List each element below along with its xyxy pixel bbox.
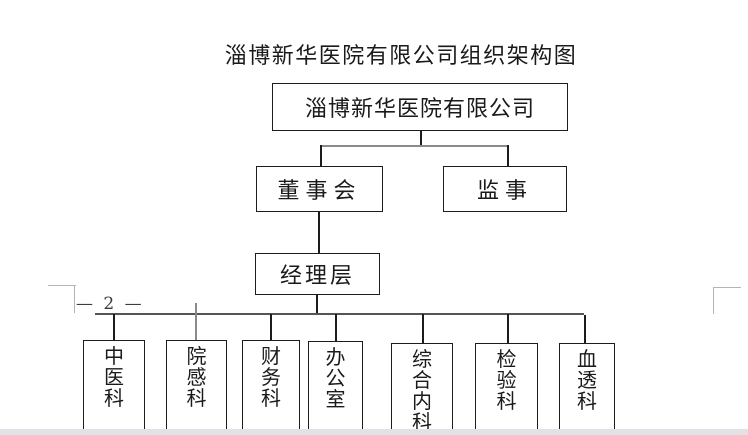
connector-department-rail [95, 313, 584, 315]
connector-drop-caiwuke [270, 314, 272, 341]
org-box-dept-zhongyike[interactable]: 中医科 [83, 340, 145, 435]
org-box-dept-yuanganke[interactable]: 院感科 [166, 340, 227, 435]
org-box-dept-caiwuke-label: 财务科 [261, 344, 281, 410]
org-box-management[interactable]: 经理层 [255, 253, 380, 295]
org-box-dept-bangongshi-label: 办公室 [325, 345, 346, 411]
org-box-board[interactable]: 董事会 [256, 166, 383, 212]
org-box-dept-zhongyike-label: 中医科 [104, 344, 124, 410]
org-box-company-label: 淄博新华医院有限公司 [304, 97, 535, 122]
org-box-dept-caiwuke[interactable]: 财务科 [242, 340, 300, 435]
connector-board-management [318, 212, 320, 253]
connector-board-drop [320, 145, 322, 167]
org-box-board-label: 董事会 [277, 179, 362, 204]
connector-root-drop [420, 131, 422, 146]
org-box-dept-yuanganke-label: 院感科 [186, 344, 207, 410]
org-box-dept-xuetouke[interactable]: 血透科 [559, 343, 615, 435]
connector-drop-bangongshi [335, 314, 337, 341]
org-box-dept-jianyanke[interactable]: 检验科 [475, 343, 538, 435]
org-box-dept-bangongshi[interactable]: 办公室 [308, 341, 363, 435]
connector-drop-zonghe-neike [422, 314, 424, 343]
connector-supervisor-drop [507, 145, 509, 167]
window-bottom-edge [0, 429, 748, 435]
text-boundary-mark-left-vertical [74, 285, 75, 313]
org-box-supervisor-label: 监事 [476, 179, 533, 204]
text-boundary-mark-right-vertical [713, 287, 714, 314]
org-box-dept-zonghe-neike[interactable]: 综合内科 [391, 343, 453, 435]
text-boundary-mark-left-horizontal [48, 285, 76, 286]
connector-drop-zhongyike [113, 314, 115, 341]
org-box-supervisor[interactable]: 监事 [443, 166, 567, 212]
org-box-dept-zonghe-neike-label: 综合内科 [412, 347, 432, 434]
text-boundary-mark-right-horizontal [713, 287, 741, 288]
connector-drop-xuetouke [584, 315, 586, 343]
org-box-dept-jianyanke-label: 检验科 [496, 347, 517, 413]
connector-management-drop [316, 295, 318, 314]
org-box-company[interactable]: 淄博新华医院有限公司 [272, 83, 568, 131]
connector-level2-rail [320, 145, 508, 147]
org-box-management-label: 经理层 [279, 264, 355, 289]
org-box-dept-xuetouke-label: 血透科 [577, 347, 597, 413]
connector-drop-yuanganke [195, 303, 197, 341]
page-number: — 2 — [76, 294, 142, 314]
chart-title: 淄博新华医院有限公司组织架构图 [224, 44, 578, 69]
connector-drop-jianyanke [507, 314, 509, 343]
